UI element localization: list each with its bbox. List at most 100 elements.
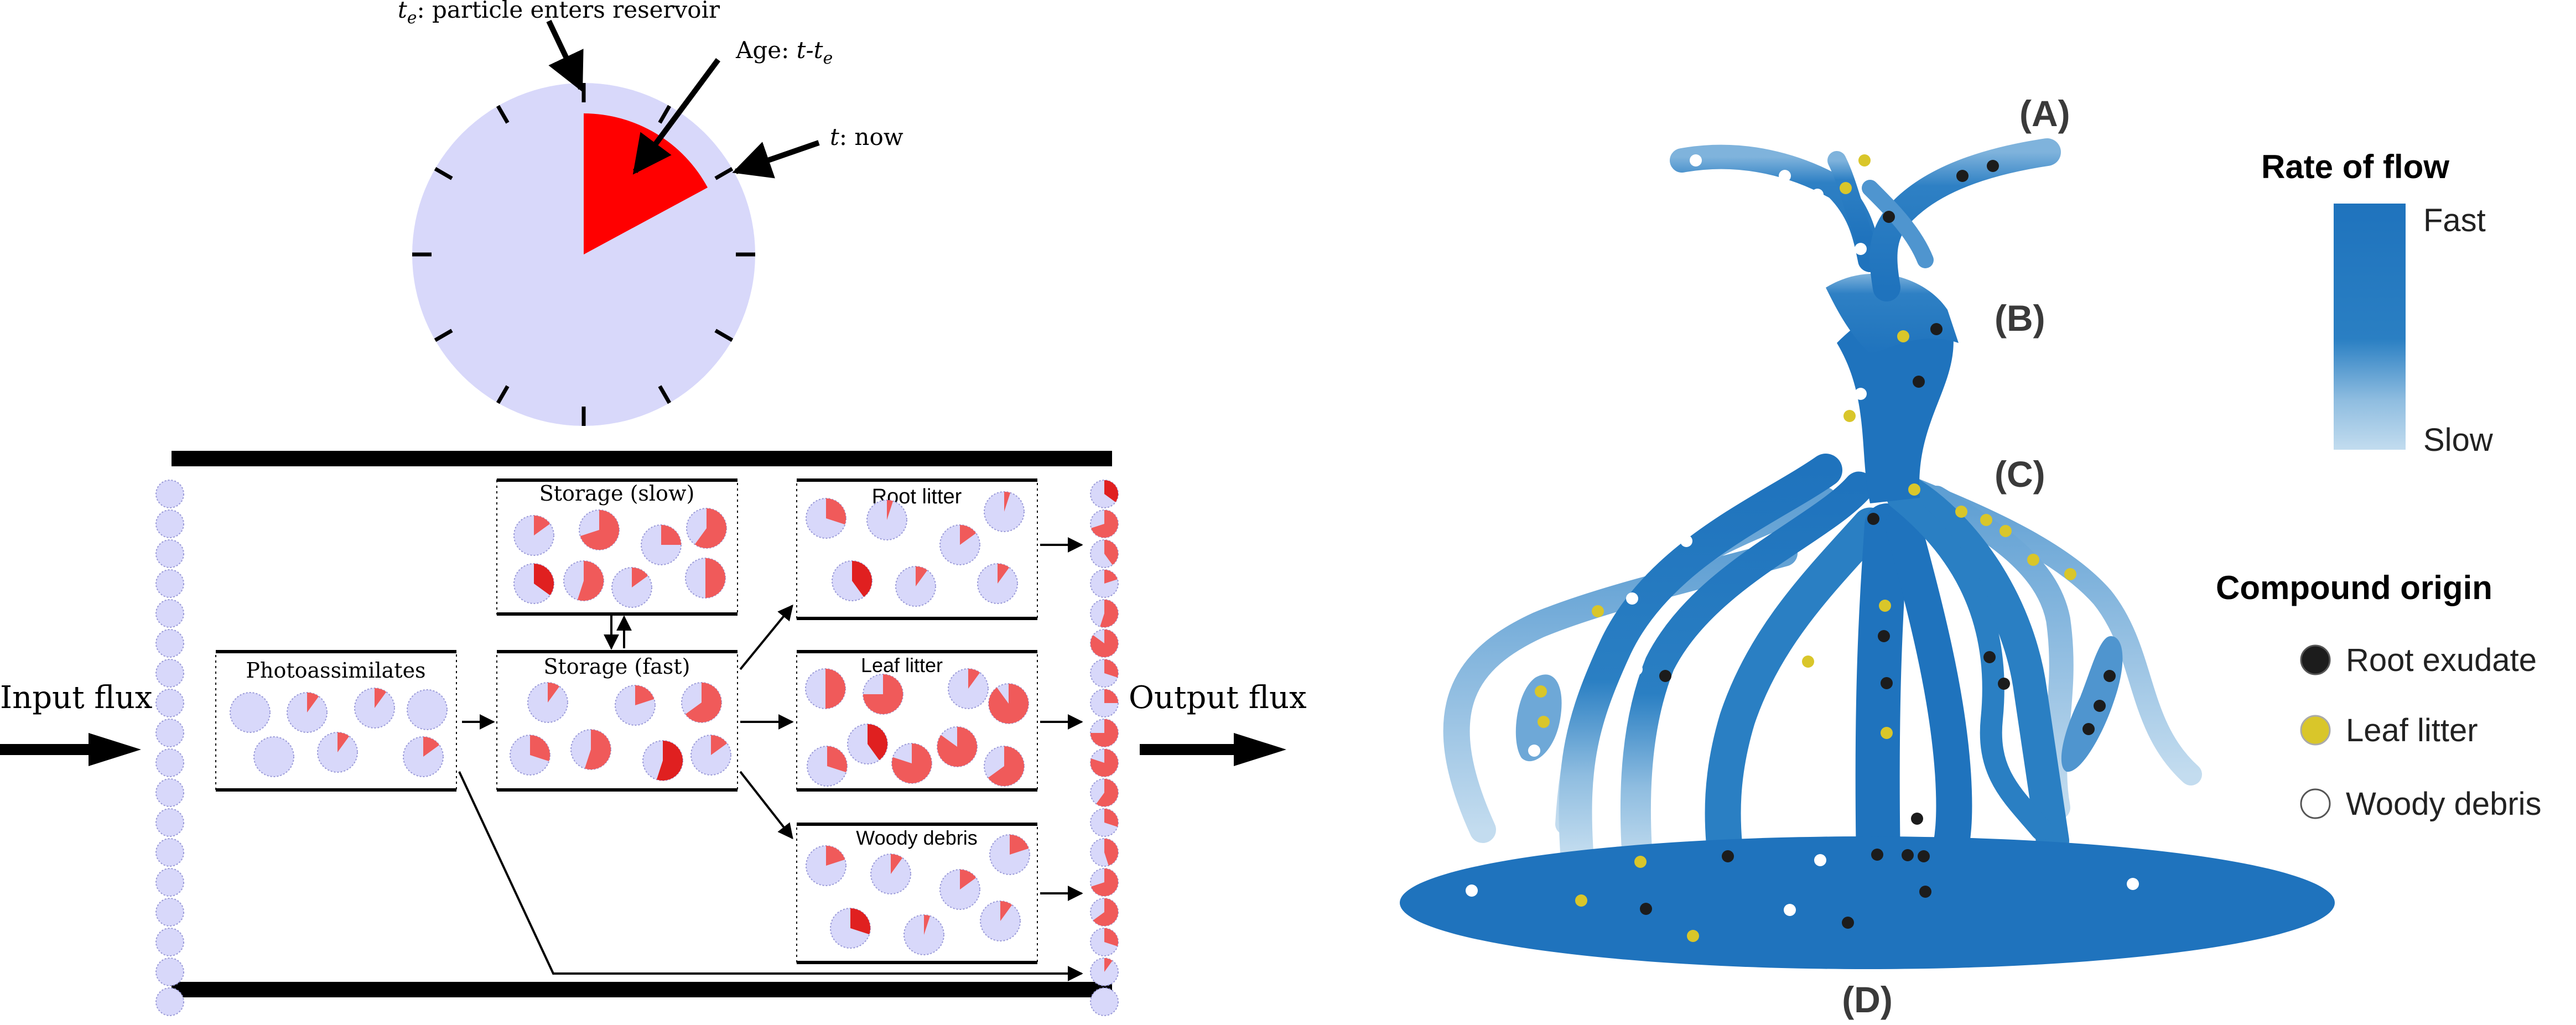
particle-disc <box>155 719 184 747</box>
particle <box>1090 509 1119 538</box>
leaf-litter-particle <box>1575 894 1587 907</box>
particle <box>1090 689 1119 717</box>
particle-age-wedge <box>1010 835 1029 855</box>
river-lake <box>1400 836 2335 969</box>
particle <box>155 659 184 688</box>
particle-disc <box>155 838 184 867</box>
particle <box>1090 480 1119 508</box>
particle-age-wedge <box>1104 689 1118 703</box>
root-exudate-particle <box>1659 670 1671 682</box>
particle-age-wedge <box>705 558 725 598</box>
particle <box>832 560 872 601</box>
age-arrow <box>632 58 721 175</box>
particle-age-wedge <box>1104 839 1118 866</box>
particle <box>903 914 944 955</box>
particle-age-wedge <box>423 737 440 757</box>
root-exudate-particle <box>1883 211 1895 223</box>
particle-pies <box>230 491 1030 955</box>
particle <box>253 736 294 777</box>
particle-age-wedge <box>891 743 932 783</box>
particle-age-wedge <box>1104 928 1118 946</box>
woody-debris-particle <box>1855 243 1867 255</box>
particle <box>287 692 328 733</box>
root-exudate-particle <box>1722 850 1734 862</box>
leaf-litter-particle <box>1840 182 1852 194</box>
particle <box>806 498 846 539</box>
particle <box>155 689 184 717</box>
particle <box>642 740 683 781</box>
particle <box>984 491 1025 532</box>
particle <box>579 509 620 550</box>
leaf-litter-particle <box>1538 716 1550 728</box>
leaf-litter-particle <box>2027 554 2039 566</box>
particle-age-wedge <box>1100 600 1119 627</box>
woody-debris-particle <box>1626 592 1638 605</box>
root-exudate-particle <box>1918 850 1930 862</box>
woody-debris-particle <box>2127 878 2139 890</box>
woody-debris-particle <box>1630 663 1643 675</box>
flow-arrows <box>458 537 1083 981</box>
particle <box>155 569 184 598</box>
particle <box>690 735 731 776</box>
root-exudate-swatch <box>2300 644 2331 675</box>
particle <box>570 729 611 770</box>
particle <box>155 719 184 747</box>
woody-debris-particle <box>1855 388 1867 400</box>
root-exudate-particle <box>1871 849 1883 861</box>
woody-debris-particle <box>1784 904 1796 916</box>
particle <box>155 629 184 658</box>
woody-debris-particle <box>1528 745 1540 757</box>
river-headwaters <box>1670 138 2061 301</box>
particle <box>866 500 907 540</box>
particle-age-wedge <box>548 683 560 703</box>
legend-flow-title: Rate of flow <box>2261 148 2449 185</box>
svg-text:Root exudate: Root exudate <box>2346 642 2537 678</box>
clock-ticks <box>412 83 755 426</box>
particle-disc <box>253 736 294 777</box>
storage-fast-label: Storage (fast) <box>543 654 690 679</box>
particle <box>527 682 568 723</box>
woody-debris-particle <box>1690 154 1702 167</box>
label-b: (B) <box>1995 298 2045 339</box>
legend-flow-bar <box>2334 204 2406 450</box>
woody-debris-particle <box>1814 854 1826 866</box>
legend-origin-root-exudate: Root exudate <box>2300 642 2537 678</box>
particle <box>155 480 184 508</box>
label-a: (A) <box>2019 93 2070 134</box>
particle <box>1090 599 1119 628</box>
particle <box>937 726 978 767</box>
particle-age-wedge <box>960 525 977 545</box>
particle <box>891 743 932 784</box>
particle <box>155 778 184 807</box>
particle <box>1090 539 1119 568</box>
leaf-litter-particle <box>1687 930 1699 942</box>
particle-disc <box>155 958 184 986</box>
legend-origin-woody-debris: Woody debris <box>2300 786 2542 822</box>
particle-disc <box>155 509 184 538</box>
particle-age-wedge <box>530 735 550 762</box>
clock-tick <box>496 385 510 404</box>
particle <box>155 987 184 1016</box>
root-exudate-particle <box>1987 160 1999 172</box>
photoassimilates-label: Photoassimilates <box>246 658 425 683</box>
particle <box>686 508 727 549</box>
particle-age-wedge <box>635 685 655 705</box>
particle-age-wedge <box>989 684 1029 724</box>
river-trunk-upper <box>1826 273 1959 354</box>
particle <box>317 732 358 773</box>
particle-age-wedge <box>632 568 648 587</box>
particle <box>870 854 911 894</box>
particle-age-wedge <box>694 508 726 548</box>
particle-disc <box>155 689 184 717</box>
now-label: t: now <box>830 123 903 150</box>
svg-text:Leaf litter: Leaf litter <box>2346 712 2478 748</box>
side-pool-left <box>1515 674 1562 762</box>
leaf-litter-particle <box>1843 410 1856 422</box>
particle-age-wedge <box>711 735 728 755</box>
root-exudate-particle <box>1919 886 1931 898</box>
particle <box>513 563 554 604</box>
leaf-litter-particle <box>1535 685 1547 698</box>
root-exudate-particle <box>1640 903 1652 915</box>
leaf-litter-particle <box>1999 525 2012 537</box>
particle <box>1090 629 1119 658</box>
